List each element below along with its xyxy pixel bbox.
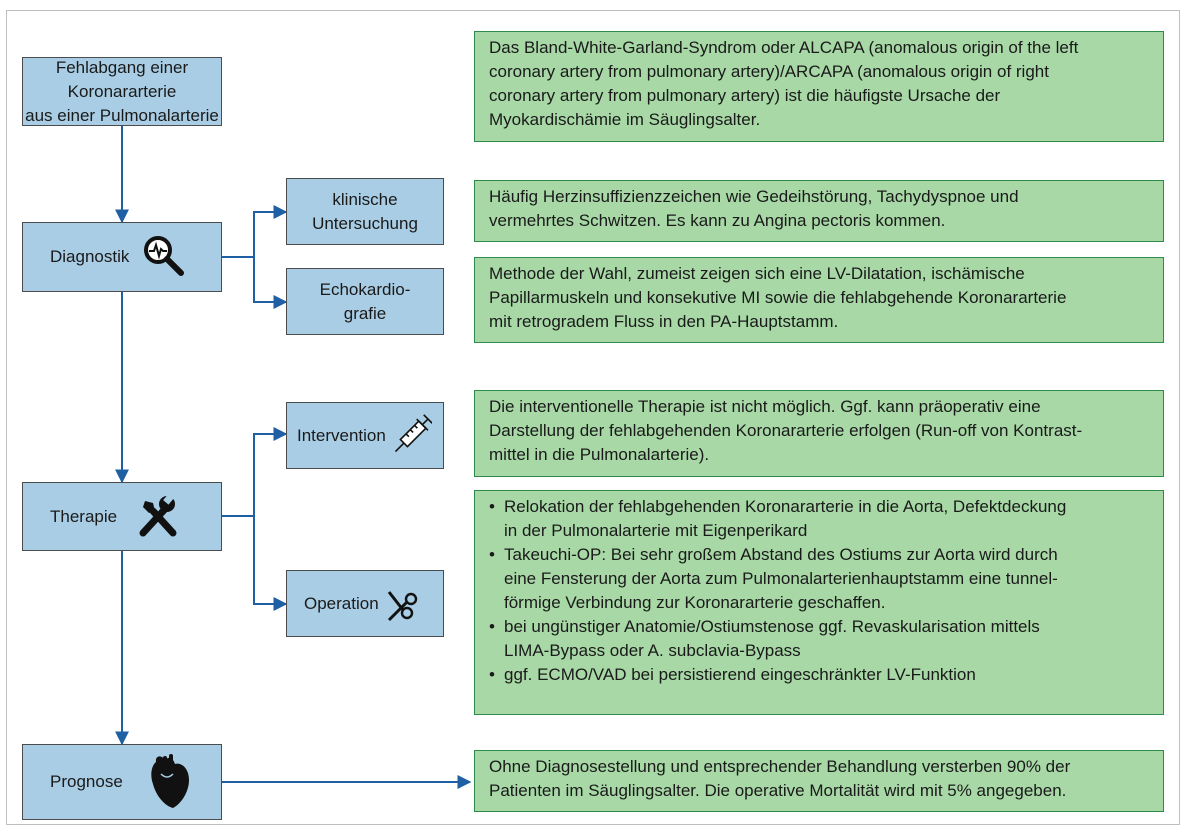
node-diagnostik-label: Diagnostik [50, 247, 130, 266]
syringe-icon [390, 412, 432, 460]
figure-frame [6, 10, 1180, 825]
info-echokardiografie: Methode der Wahl, zumeist zeigen sich ei… [474, 257, 1164, 343]
info-root: Das Bland-White-Garland-Syndrom oder ALC… [474, 31, 1164, 142]
node-operation-label: Operation [304, 593, 379, 613]
branch-therapie-op [253, 516, 288, 611]
node-diagnostik: Diagnostik [22, 222, 222, 292]
heart-icon [147, 752, 193, 812]
scissors-icon [383, 580, 423, 628]
info-intervention-text: Die interventionelle Therapie ist nicht … [489, 397, 1083, 464]
node-operation: Operation [286, 570, 444, 637]
node-echokardiografie: Echokardio- grafie [286, 268, 444, 335]
node-root: Fehlabgang einer Koronararterie aus eine… [22, 57, 222, 126]
info-prognose: Ohne Diagnosestellung und entsprechender… [474, 750, 1164, 812]
branch-diagnostik-echo [253, 257, 288, 309]
node-therapie-label: Therapie [50, 506, 118, 526]
wrench-screwdriver-icon [133, 493, 183, 541]
magnifier-heartbeat-icon [141, 233, 189, 281]
info-klinische-untersuchung: Häufig Herzinsuffizienzzeichen wie Gedei… [474, 180, 1164, 242]
node-intervention: Intervention [286, 402, 444, 469]
info-operation: Relokation der fehlabgehenden Koronarart… [474, 490, 1164, 715]
node-therapie: Therapie [22, 482, 222, 551]
node-prognose-label: Prognose [50, 772, 123, 791]
node-echo-label: Echokardio- grafie [319, 279, 411, 323]
branch-therapie [222, 427, 288, 517]
node-klinische-untersuchung: klinische Untersuchung [286, 178, 444, 245]
node-intervention-label: Intervention [297, 425, 386, 445]
info-echo-text: Methode der Wahl, zumeist zeigen sich ei… [489, 264, 1067, 331]
node-prognose: Prognose [22, 744, 222, 820]
info-prognose-text: Ohne Diagnosestellung und entsprechender… [489, 757, 1071, 800]
node-root-label: Fehlabgang einer Koronararterie aus eine… [25, 57, 219, 125]
bullet-item: Relokation der fehlabgehenden Koronarart… [487, 495, 1149, 543]
bullet-item: Takeuchi-OP: Bei sehr großem Abstand des… [487, 543, 1149, 615]
node-klinische-label: klinische Untersuchung [312, 189, 418, 233]
operation-bullet-list: Relokation der fehlabgehenden Koronarart… [487, 495, 1149, 687]
info-klinische-text: Häufig Herzinsuffizienzzeichen wie Gedei… [489, 187, 1019, 230]
info-intervention: Die interventionelle Therapie ist nicht … [474, 390, 1164, 477]
branch-diagnostik [222, 205, 288, 258]
bullet-item: ggf. ECMO/VAD bei persistierend eingesch… [487, 663, 1149, 687]
bullet-item: bei ungünstiger Anatomie/Ostiumstenose g… [487, 615, 1149, 663]
info-root-text: Das Bland-White-Garland-Syndrom oder ALC… [489, 38, 1079, 129]
